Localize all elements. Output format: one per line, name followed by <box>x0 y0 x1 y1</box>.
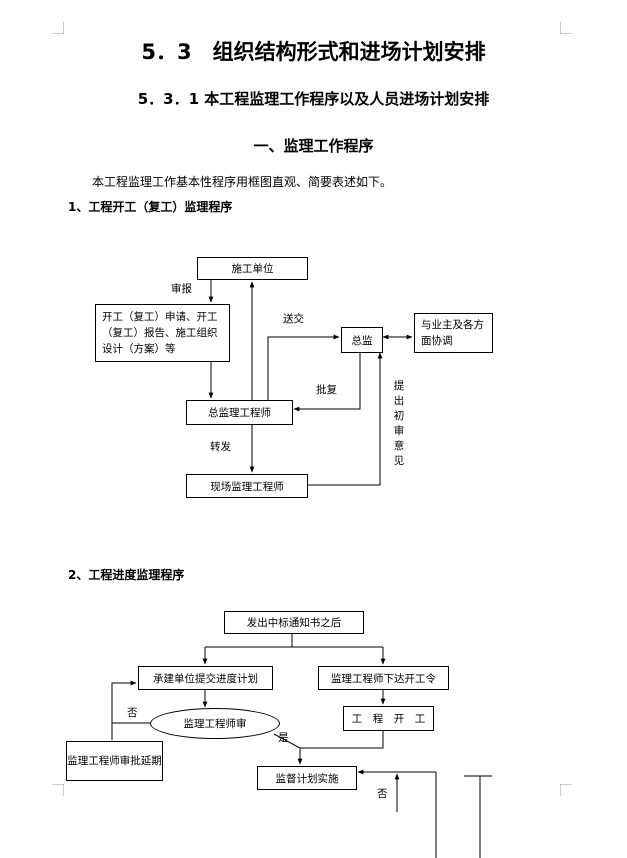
start-work-box: 工 程 开 工 <box>343 706 434 731</box>
schedule-box: 承建单位提交进度计划 <box>138 666 273 690</box>
application-box: 开工（复工）申请、开工（复工）报告、施工组织设计（方案）等 <box>95 304 230 362</box>
section-2-title: 2、工程进度监理程序 <box>68 568 185 582</box>
start-order-box: 监理工程师下达开工令 <box>318 666 449 690</box>
heading-1: 5．3 组织结构形式和进场计划安排 <box>141 40 486 64</box>
submit-label: 送交 <box>283 313 304 325</box>
opinion-label: 提出初审意见 <box>393 380 405 467</box>
no-label-2: 否 <box>377 788 388 800</box>
contractor-box: 施工单位 <box>197 257 308 280</box>
owner-coordination-box: 与业主及各方面协调 <box>414 313 493 353</box>
no-label-1: 否 <box>127 707 138 719</box>
approve-label: 批复 <box>316 384 337 396</box>
review-ellipse: 监理工程师审 <box>150 708 280 739</box>
forward-label: 转发 <box>210 441 231 453</box>
intro-paragraph: 本工程监理工作基本性程序用框图直观、简要表述如下。 <box>92 175 393 189</box>
chief-box: 总监 <box>341 327 383 353</box>
heading-2: 5．3．1 本工程监理工作程序以及人员进场计划安排 <box>137 90 490 108</box>
section-1-title: 1、工程开工（复工）监理程序 <box>68 200 233 214</box>
supervise-box: 监督计划实施 <box>257 766 357 790</box>
chief-engineer-box: 总监理工程师 <box>186 400 293 425</box>
site-engineer-box: 现场监理工程师 <box>186 474 308 498</box>
report-label: 审报 <box>171 283 192 295</box>
extension-box: 监理工程师审批延期 <box>66 741 163 781</box>
yes-label: 是 <box>278 732 289 744</box>
heading-3: 一、监理工作程序 <box>253 137 374 155</box>
notice-box: 发出中标通知书之后 <box>224 611 364 634</box>
